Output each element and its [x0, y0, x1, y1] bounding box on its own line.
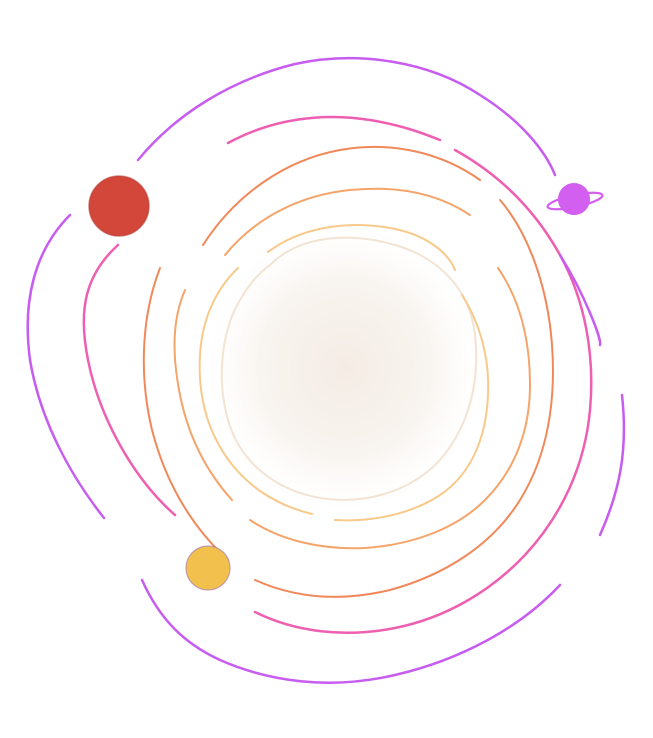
ringed-planet — [546, 183, 604, 215]
orbit-ring-fourth-c — [173, 289, 233, 501]
orbit-ring-second-c — [82, 243, 177, 517]
orbit-ring-fifth-b — [334, 294, 490, 522]
orbit-ring-outer-d — [140, 578, 562, 684]
orbit-ring-second — [226, 115, 442, 145]
orbit-ring-second-b — [253, 148, 593, 634]
orbit-ring-third — [202, 145, 481, 246]
central-glow — [200, 218, 490, 518]
orbit-ring-outer-b — [558, 253, 602, 347]
orbit-ring-fourth — [224, 187, 471, 256]
orbit-ring-fifth — [267, 224, 456, 271]
orbit-ring-fourth-b — [249, 267, 531, 550]
orbit-ring-third-c — [142, 267, 229, 561]
orbit-ring-fifth-c — [198, 267, 313, 515]
red-planet — [88, 175, 150, 237]
orbit-ring-outer-c — [598, 393, 626, 537]
orbit-ring-third-b — [254, 199, 554, 598]
orbit-ring-inner — [220, 236, 478, 501]
yellow-planet — [185, 545, 231, 591]
orbit-ring-outer — [136, 57, 557, 177]
orbit-ring-outer-e — [26, 213, 106, 520]
